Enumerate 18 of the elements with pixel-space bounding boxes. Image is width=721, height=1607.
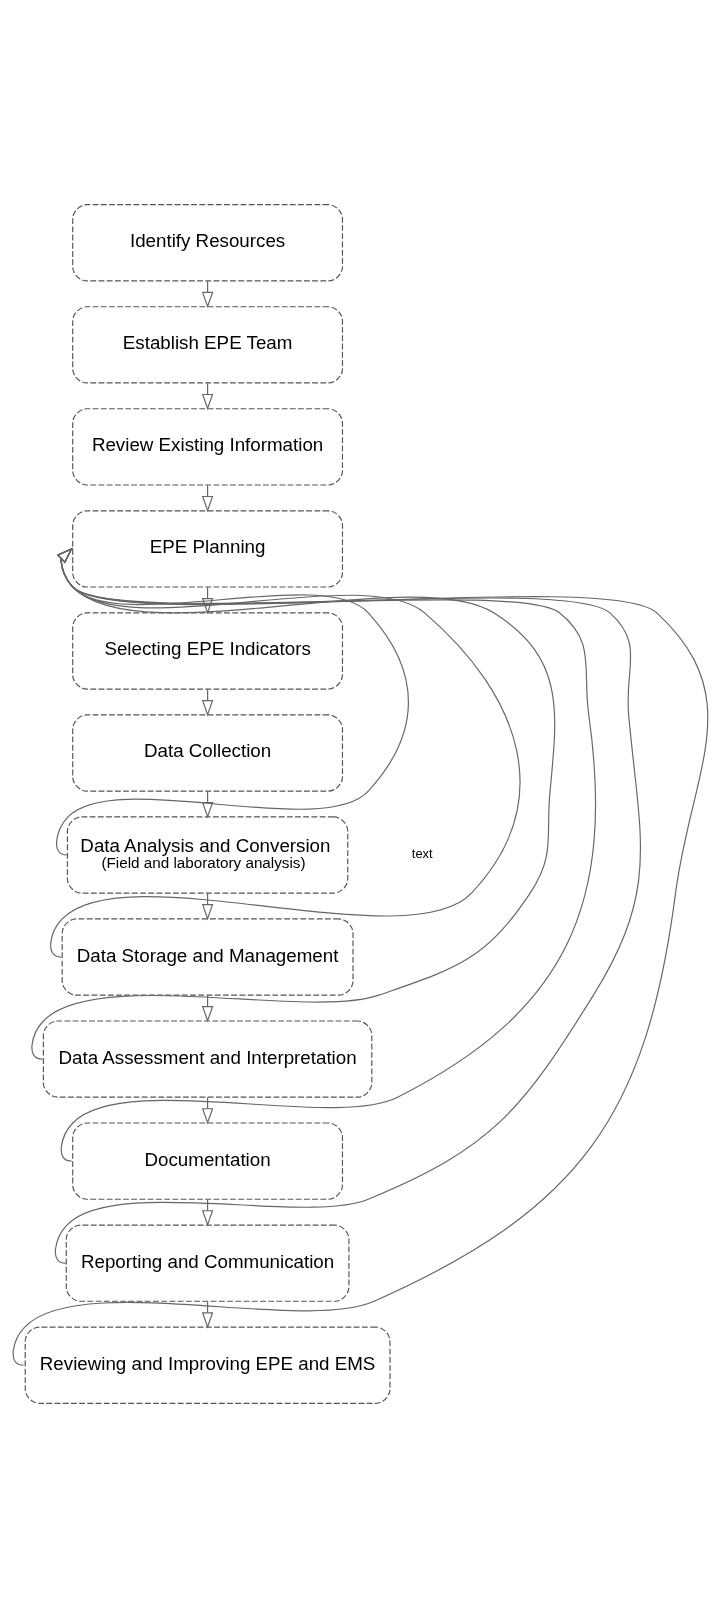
label: text xyxy=(411,845,433,861)
node-box: Data Storage and Management xyxy=(61,917,354,996)
node-box: Selecting EPE Indicators xyxy=(72,611,344,690)
arrow xyxy=(50,547,521,958)
node-box: Documentation xyxy=(72,1121,344,1200)
node-box: Reviewing and Improving EPE and EMS xyxy=(24,1326,391,1404)
node-box: Data Assessment and Interpretation xyxy=(42,1019,373,1098)
node-box: Review Existing Information xyxy=(72,407,344,486)
arrow xyxy=(56,547,597,1162)
arrow xyxy=(12,547,709,1366)
arrow xyxy=(54,547,641,1264)
node-box: Identify Resources xyxy=(72,203,344,281)
node-box: Reporting and Communication xyxy=(65,1223,350,1302)
node-box: Establish EPE Team xyxy=(72,305,344,384)
arrow xyxy=(31,547,556,1060)
node-box: EPE Planning xyxy=(72,509,344,588)
node-box: Data Analysis and Conversion (Field and laboratory analysis) xyxy=(66,815,349,894)
node-box: Data Collection xyxy=(72,713,344,792)
